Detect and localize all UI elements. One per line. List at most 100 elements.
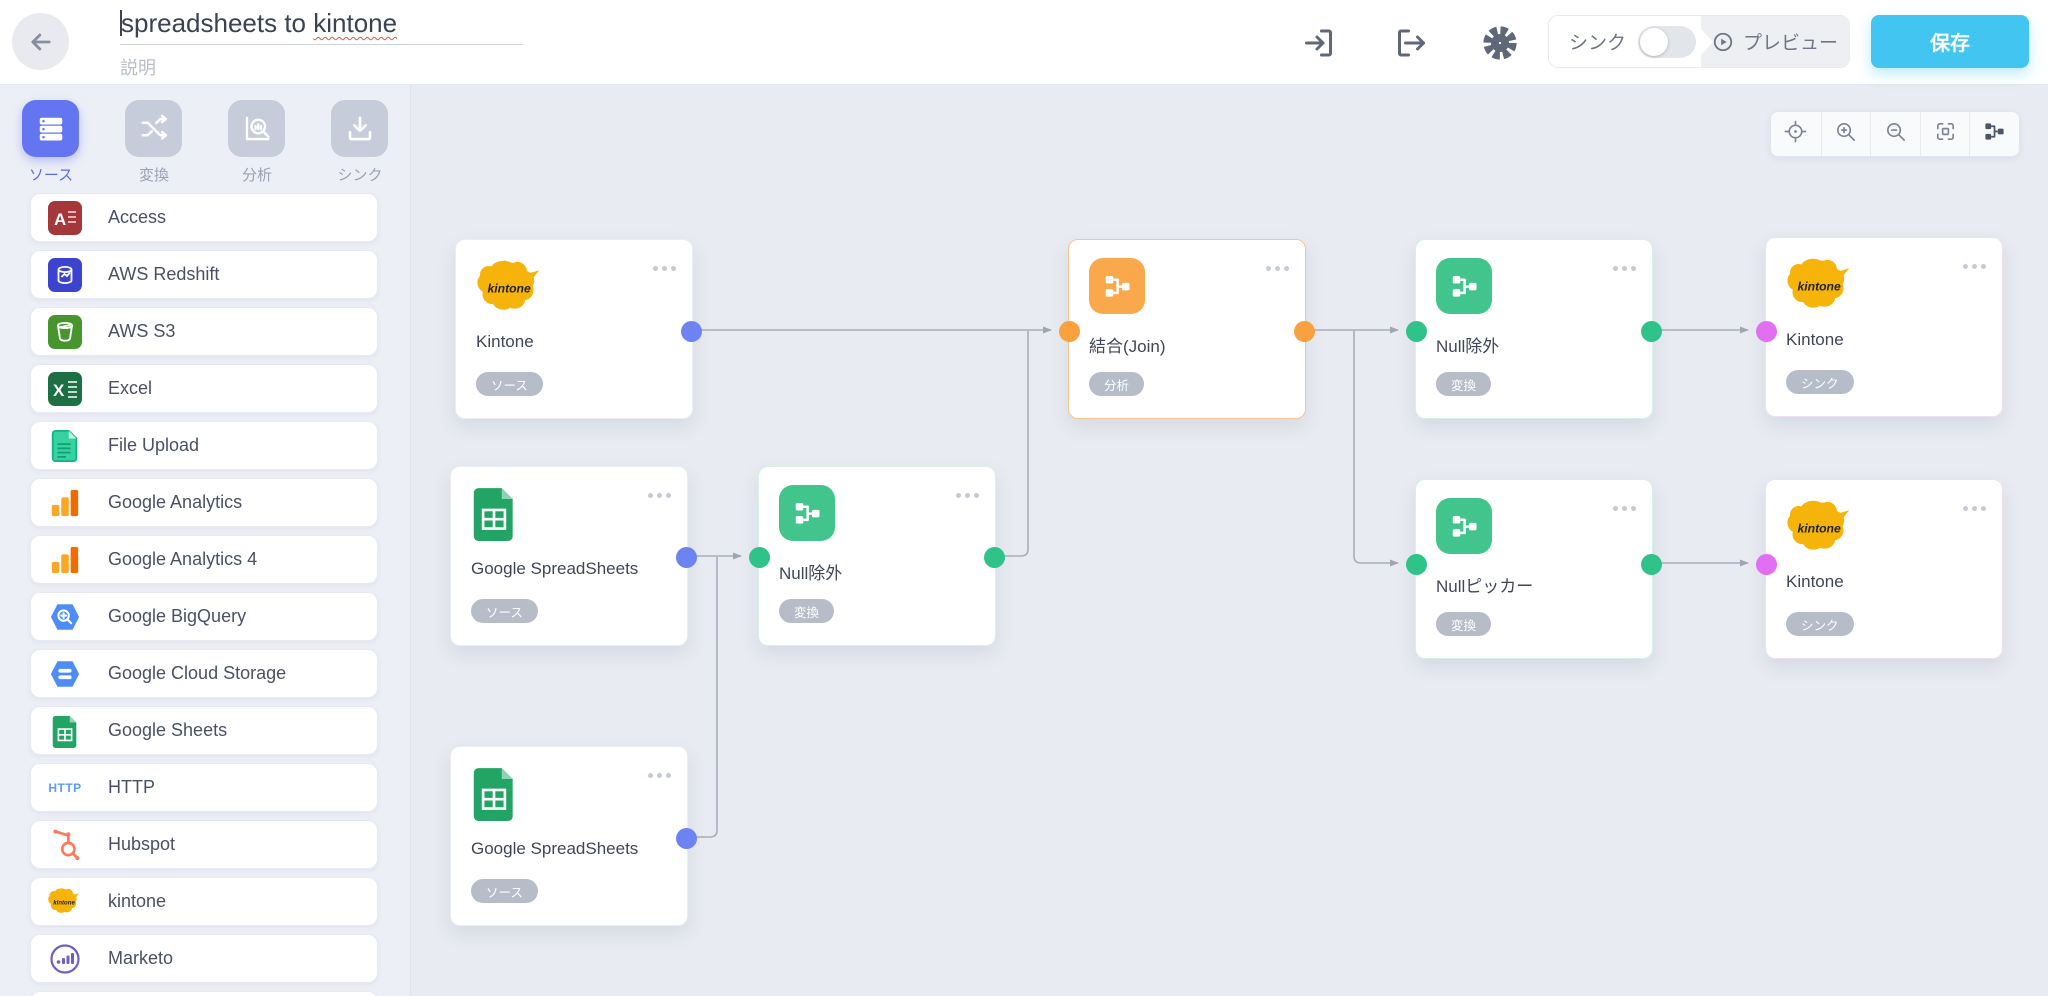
- output-port[interactable]: [681, 321, 702, 342]
- connector-item-aws-redshift[interactable]: AWS Redshift: [30, 250, 378, 299]
- node-gsheets-source-1[interactable]: Google SpreadSheets ソース: [450, 466, 697, 646]
- export-button[interactable]: [1388, 21, 1432, 65]
- node-category-badge: ソース: [471, 599, 538, 623]
- connector-item-aws-s3[interactable]: AWS S3: [30, 307, 378, 356]
- node-menu-button[interactable]: [1266, 266, 1289, 271]
- node-null-exclude-top[interactable]: Null除外変換: [1406, 239, 1662, 419]
- sidebar-tab-transform[interactable]: 変換: [125, 100, 183, 185]
- edge-null-exclude-mid-to-join[interactable]: [996, 331, 1029, 557]
- connector-label: HTTP: [108, 777, 155, 797]
- node-menu-button[interactable]: [1613, 266, 1636, 271]
- connector-item-file-upload[interactable]: File Upload: [30, 421, 378, 470]
- tab-label: 変換: [138, 167, 169, 184]
- pipeline-title-input[interactable]: spreadsheets to kintone: [120, 8, 523, 45]
- input-port[interactable]: [1406, 321, 1427, 342]
- output-port[interactable]: [1641, 554, 1662, 575]
- tab-label: ソース: [28, 167, 74, 184]
- node-icon: [471, 765, 517, 826]
- connector-label: Google Analytics 4: [108, 549, 258, 569]
- zoom-in-button[interactable]: [1820, 112, 1871, 156]
- tab-label: シンク: [337, 167, 383, 184]
- connector-item-google-sheets[interactable]: Google Sheets: [30, 706, 378, 755]
- node-label: Google SpreadSheets: [471, 559, 639, 578]
- google-sheets-icon: [473, 488, 513, 541]
- sidebar-tab-source[interactable]: ソース: [22, 100, 80, 185]
- output-port[interactable]: [984, 547, 1005, 568]
- center-view-button[interactable]: [1771, 112, 1821, 156]
- sync-toggle[interactable]: [1638, 25, 1697, 58]
- connector-item-google-bigquery[interactable]: Google BigQuery: [30, 592, 378, 641]
- fit-view-button[interactable]: [1919, 112, 1970, 156]
- back-button[interactable]: [12, 13, 69, 70]
- sidebar-tab-analysis[interactable]: 分析: [228, 100, 286, 185]
- play-circle-icon: [1713, 32, 1733, 51]
- google-bigquery-icon: [48, 600, 82, 634]
- connector-item-google-analytics[interactable]: Google Analytics: [30, 478, 378, 527]
- node-null-exclude-mid[interactable]: Null除外変換: [749, 466, 1005, 646]
- output-port[interactable]: [676, 828, 697, 849]
- node-category-badge: 変換: [1436, 372, 1492, 396]
- node-icon: [1436, 498, 1492, 554]
- settings-button[interactable]: [1478, 21, 1522, 65]
- sync-toggle-knob: [1640, 27, 1669, 56]
- connector-label: Access: [108, 207, 167, 227]
- connector-item-hubspot[interactable]: Hubspot: [30, 820, 378, 869]
- node-menu-button[interactable]: [956, 493, 979, 498]
- node-category-badge: シンク: [1786, 612, 1854, 636]
- input-port[interactable]: [1406, 554, 1427, 575]
- sidebar-tab-sink[interactable]: シンク: [331, 100, 389, 185]
- google-cloud-storage-icon: [48, 657, 82, 691]
- output-port[interactable]: [676, 547, 697, 568]
- hubspot-icon: [48, 828, 82, 862]
- node-menu-button[interactable]: [1613, 506, 1636, 511]
- node-menu-button[interactable]: [1963, 264, 1986, 269]
- node-menu-button[interactable]: [648, 773, 671, 778]
- merge-icon: [1105, 276, 1130, 297]
- pipeline-title-marked-word: kintone: [313, 8, 398, 38]
- description-input[interactable]: 説明: [120, 58, 156, 78]
- input-port[interactable]: [1756, 554, 1777, 575]
- google-analytics-icon: [48, 486, 82, 520]
- preview-button[interactable]: プレビュー: [1701, 16, 1849, 67]
- edge-gsheets-source-2-to-null-exclude-mid[interactable]: [688, 557, 718, 838]
- node-join[interactable]: 結合(Join)分析: [1059, 239, 1315, 419]
- canvas-toolbar: [1770, 111, 2020, 157]
- node-menu-button[interactable]: [653, 266, 676, 271]
- node-menu-button[interactable]: [1963, 506, 1986, 511]
- node-icon: [779, 485, 835, 541]
- node-null-picker[interactable]: Nullピッカー変換: [1406, 479, 1662, 659]
- output-port[interactable]: [1641, 321, 1662, 342]
- input-port[interactable]: [1059, 321, 1080, 342]
- connector-item-google-analytics-4[interactable]: Google Analytics 4: [30, 535, 378, 584]
- input-port[interactable]: [1756, 321, 1777, 342]
- node-menu-button[interactable]: [648, 493, 671, 498]
- sync-preview-control: シンク プレビュー: [1548, 15, 1850, 68]
- connector-item-google-cloud-storage[interactable]: Google Cloud Storage: [30, 649, 378, 698]
- import-button[interactable]: [1298, 21, 1342, 65]
- node-label: Kintone: [476, 332, 534, 351]
- node-category-badge: ソース: [471, 879, 538, 903]
- connector-item-partial[interactable]: [30, 991, 378, 996]
- node-label: Kintone: [1786, 330, 1844, 349]
- edge-join-to-null-picker[interactable]: [1353, 330, 1399, 567]
- transform-tab-icon: [125, 100, 182, 157]
- auto-layout-button[interactable]: [1969, 112, 2019, 156]
- connector-label: kintone: [108, 891, 167, 911]
- zoom-out-button[interactable]: [1870, 112, 1920, 156]
- output-port[interactable]: [1294, 321, 1315, 342]
- text-caret: [120, 10, 122, 36]
- connector-item-marketo[interactable]: Marketo: [30, 934, 378, 983]
- save-button[interactable]: 保存: [1871, 15, 2029, 68]
- input-port[interactable]: [749, 547, 770, 568]
- app-header: spreadsheets to kintone 説明 シンク プレビュー 保存: [0, 0, 2048, 85]
